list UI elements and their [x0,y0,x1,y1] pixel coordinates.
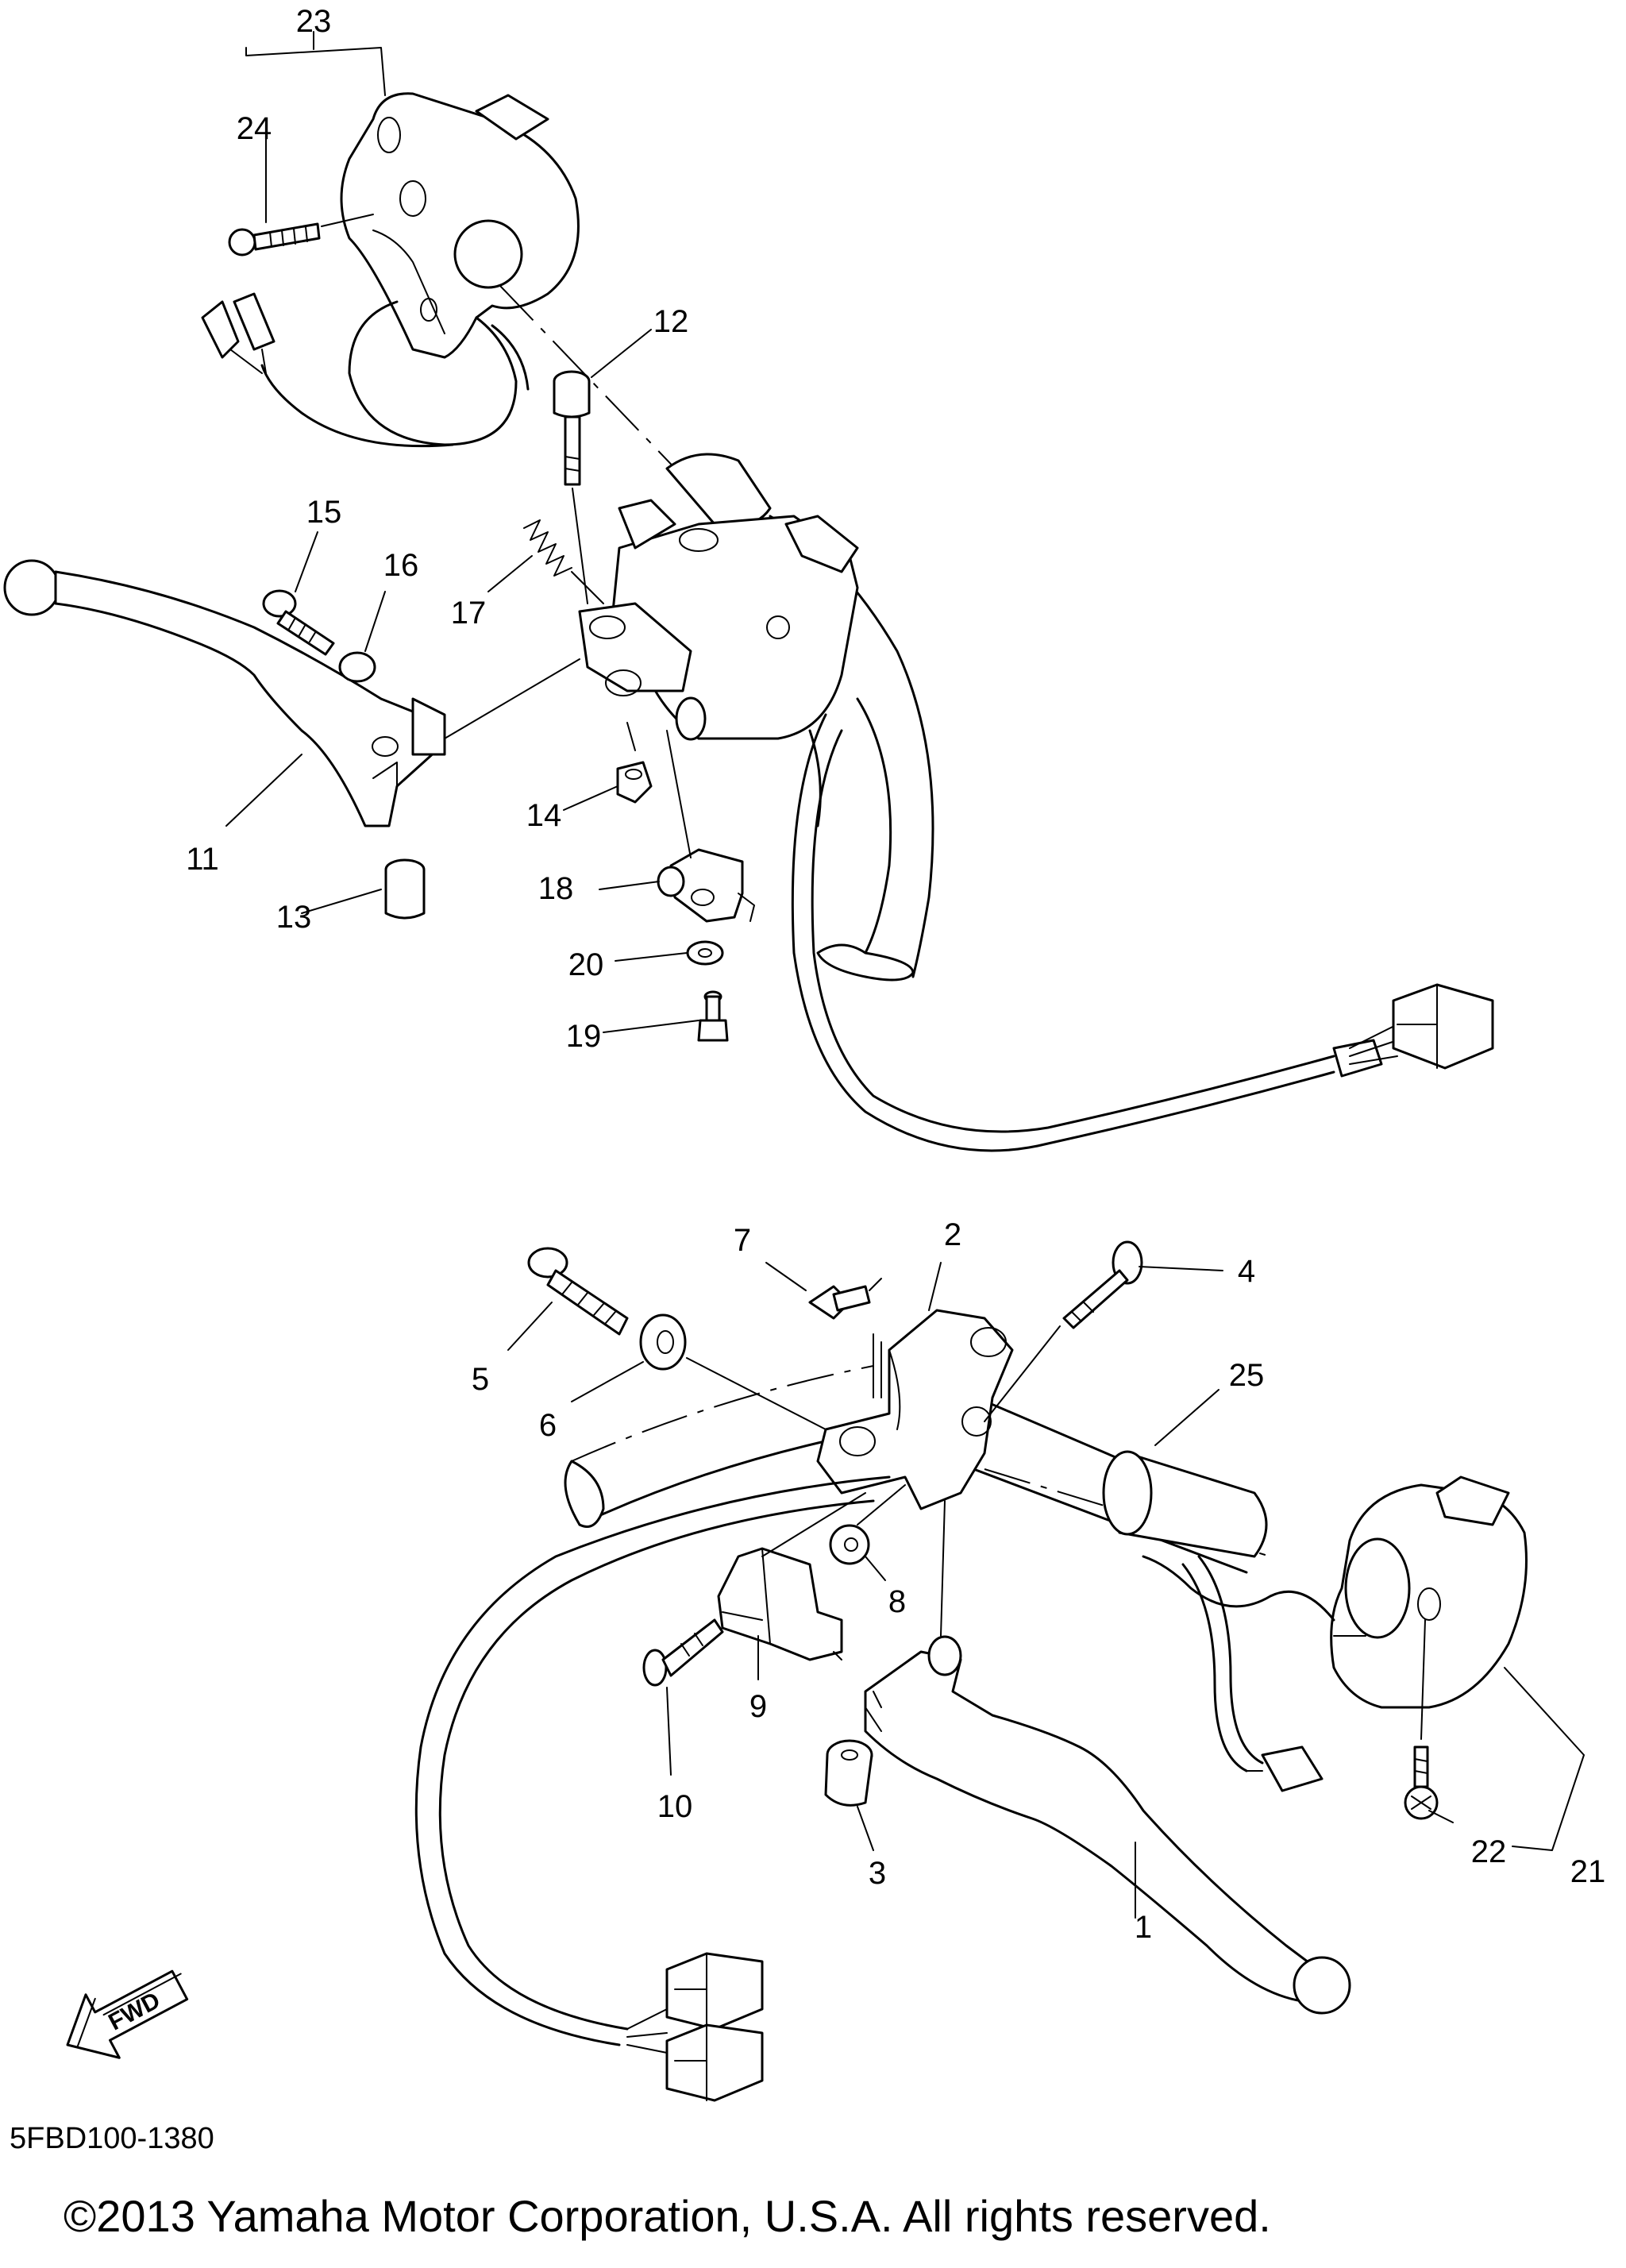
screw-10 [642,1618,724,1687]
screw-19 [697,990,729,1042]
nut-8 [829,1484,906,1565]
screw-7 [808,1278,882,1320]
washer-20 [686,940,724,966]
callout-3: 3 [869,1856,886,1891]
upper-switch-cable [791,713,1494,1152]
front-brake-lever-11 [3,559,580,827]
callout-5: 5 [472,1362,489,1397]
callout-10: 10 [657,1789,693,1824]
upper-handlebar [499,285,934,982]
screw-24 [228,214,374,256]
callout-13: 13 [276,900,312,935]
brake-switch-9 [717,1492,866,1661]
upper-assembly [3,92,1494,1152]
copyright-notice: ©2013 Yamaha Motor Corporation, U.S.A. A… [64,2191,1271,2241]
bolt-4 [984,1240,1143,1422]
callout-25: 25 [1229,1358,1265,1393]
callout-11: 11 [186,842,219,877]
bolt-5 [527,1247,629,1336]
master-cylinder-2 [816,1309,1014,1510]
brake-switch-18 [657,730,755,923]
left-handlebar-switch [340,92,580,359]
bolt-15 [262,589,335,656]
handle-grip-25 [1102,1450,1268,1558]
callout-12: 12 [653,304,689,339]
lower-assembly [414,1240,1528,2102]
callout-16: 16 [383,548,419,583]
callout-21: 21 [1570,1854,1606,1889]
callout-18: 18 [538,871,574,906]
collar-3 [824,1739,873,1807]
callout-2: 2 [944,1217,961,1252]
lower-wiring-harness [414,1475,891,2102]
callout-8: 8 [888,1584,906,1619]
callout-7: 7 [734,1223,751,1258]
callout-1: 1 [1135,1910,1152,1945]
callout-9: 9 [749,1689,767,1724]
right-switch-wire [1142,1555,1335,1792]
leader-lines [225,31,1585,1919]
callout-23: 23 [296,4,332,39]
switch-wire [201,292,530,448]
upper-master-cylinder [578,499,859,827]
callout-labels: 1 2 3 4 5 6 7 8 9 10 11 12 13 14 15 16 1… [186,4,1605,1945]
fwd-arrow: FWD [66,1969,189,2059]
callout-17: 17 [451,596,487,631]
callout-24: 24 [237,111,272,146]
diagram-code: 5FBD100-1380 [10,2122,214,2155]
spring-17 [523,519,604,604]
callout-20: 20 [568,947,604,982]
screw-22 [1404,1619,1439,1820]
callout-14: 14 [526,798,562,833]
callout-22: 22 [1471,1834,1507,1869]
nut-16 [338,651,376,683]
right-handlebar-switch [1330,1475,1528,1709]
callout-6: 6 [539,1408,557,1443]
callout-15: 15 [306,495,342,530]
callout-19: 19 [566,1019,602,1054]
nut-6 [639,1313,826,1430]
front-brake-lever-1 [864,1500,1351,2015]
callout-4: 4 [1238,1254,1255,1289]
bolt-12 [553,370,591,604]
nut-14 [616,722,653,804]
collar-13 [384,858,426,920]
